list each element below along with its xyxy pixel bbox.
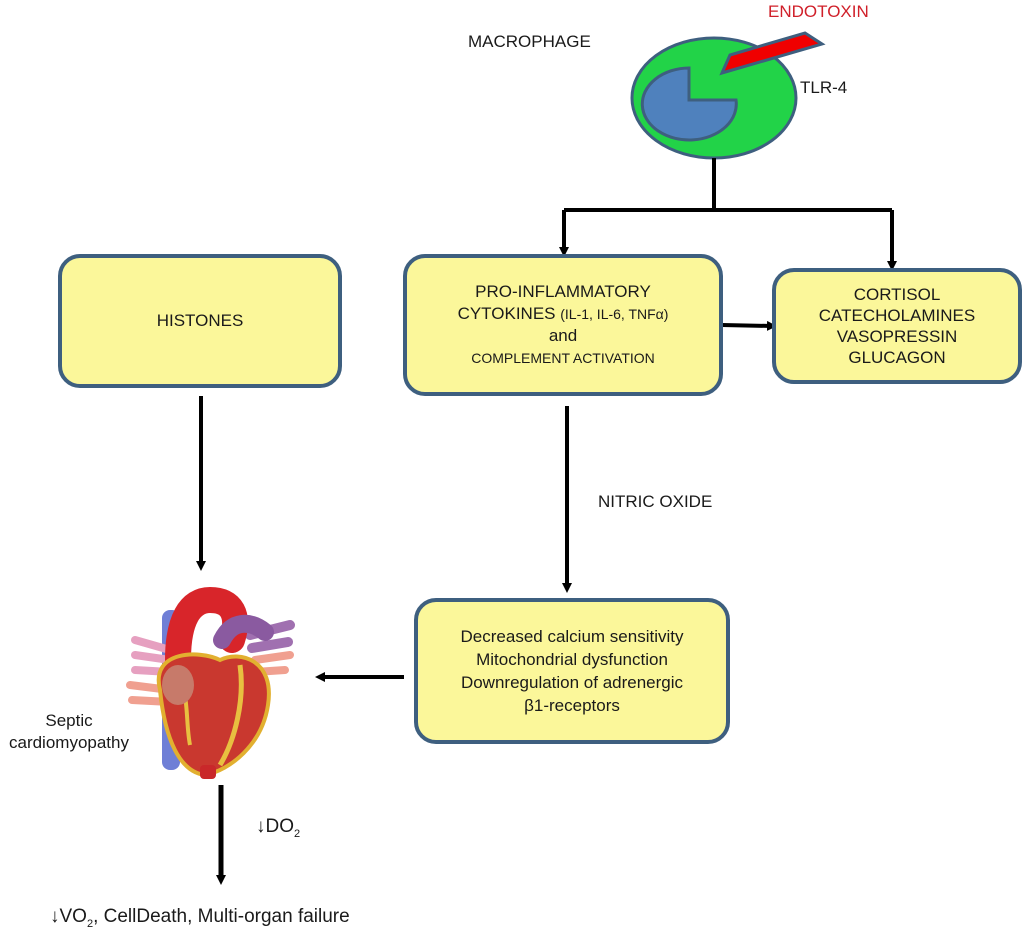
heart-label: Septic cardiomyopathy <box>2 710 136 754</box>
cardiac-effects-box: Decreased calcium sensitivity Mitochondr… <box>414 598 730 744</box>
heart-icon <box>126 586 295 779</box>
macrophage-label: MACROPHAGE <box>468 32 591 51</box>
hormone-cortisol: CORTISOL <box>853 285 941 304</box>
macrophage-cell-icon <box>630 36 798 160</box>
cytokines-line2-main: CYTOKINES <box>457 304 556 323</box>
effect-calcium: Decreased calcium sensitivity <box>460 627 684 646</box>
cytokines-box: PRO-INFLAMMATORY CYTOKINES (IL-1, IL-6, … <box>403 254 723 396</box>
down-arrow-icon: ↓ <box>50 906 60 927</box>
effect-adrenergic: Downregulation of adrenergic <box>460 673 684 692</box>
do2-label: ↓DO2 <box>256 816 301 840</box>
heart-label-line1: Septic <box>45 711 93 730</box>
hormone-catecholamines: CATECHOLAMINES <box>818 306 976 325</box>
hormone-vasopressin: VASOPRESSIN <box>836 327 958 346</box>
hormone-glucagon: GLUCAGON <box>848 348 946 367</box>
effect-mitochondrial: Mitochondrial dysfunction <box>476 650 668 669</box>
endotoxin-icon <box>719 31 826 76</box>
cytokines-line1: PRO-INFLAMMATORY <box>475 282 651 301</box>
nitric-oxide-label: NITRIC OXIDE <box>598 492 713 511</box>
histones-box: HISTONES <box>58 254 342 388</box>
down-arrow-icon: ↓ <box>256 816 266 837</box>
endotoxin-label: ENDOTOXIN <box>768 2 869 21</box>
tlr4-label: TLR-4 <box>800 78 848 97</box>
histones-text: HISTONES <box>156 311 244 330</box>
cytokines-line2-list: (IL-1, IL-6, TNFα) <box>560 306 669 322</box>
cytokines-line4: COMPLEMENT ACTIVATION <box>471 350 655 366</box>
effect-beta1: β1-receptors <box>524 696 620 715</box>
arrow-cytokines-to-hormones <box>721 320 777 331</box>
hormones-box: CORTISOL CATECHOLAMINES VASOPRESSIN GLUC… <box>772 268 1022 384</box>
cytokines-line3: and <box>548 326 578 345</box>
cytokines-line2: CYTOKINES (IL-1, IL-6, TNFα) <box>458 303 669 325</box>
outcome-label: ↓VO2, CellDeath, Multi-organ failure <box>50 906 350 930</box>
heart-label-line2: cardiomyopathy <box>8 733 129 752</box>
